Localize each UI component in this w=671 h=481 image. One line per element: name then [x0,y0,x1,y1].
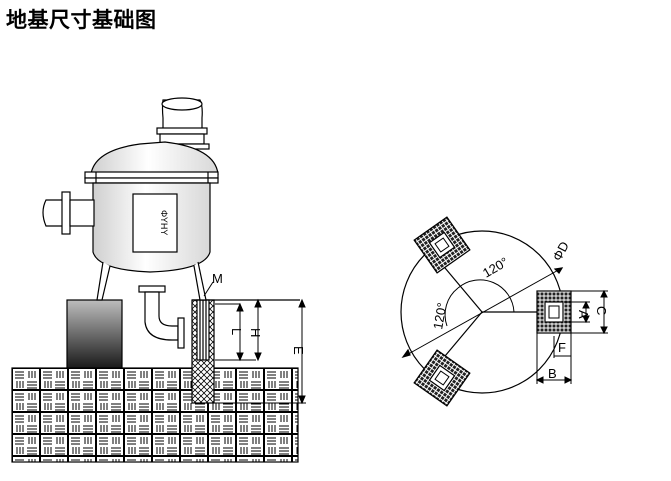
plan-view [400,216,608,407]
angle-label-left: 120° [430,301,449,330]
diameter-label: ΦD [549,239,572,263]
ground-slab [11,367,299,463]
vessel-dome [90,141,219,175]
dim-label-h: H [248,328,263,337]
pad-upper-left [413,216,471,274]
nameplate-text: ΦΥΗΥ [159,210,169,235]
nameplate [132,193,178,253]
support-pad [66,299,123,369]
elevation-view [11,97,306,463]
dim-label-b: B [548,366,557,381]
leg-left [96,261,111,301]
drain-pipe [144,291,179,341]
pad-lower-left [413,349,471,407]
dim-label-e: E [291,346,306,355]
leg-right [193,261,207,301]
dim-label-l: L [229,328,244,335]
callout-m: M [212,271,223,286]
page-title: 地基尺寸基础图 [6,8,157,32]
pad-right [536,290,572,334]
dim-label-c: C [594,306,609,315]
dim-label-f: F [558,340,566,355]
angle-label-upper: 120° [480,254,511,280]
dim-label-a: A [576,310,591,319]
